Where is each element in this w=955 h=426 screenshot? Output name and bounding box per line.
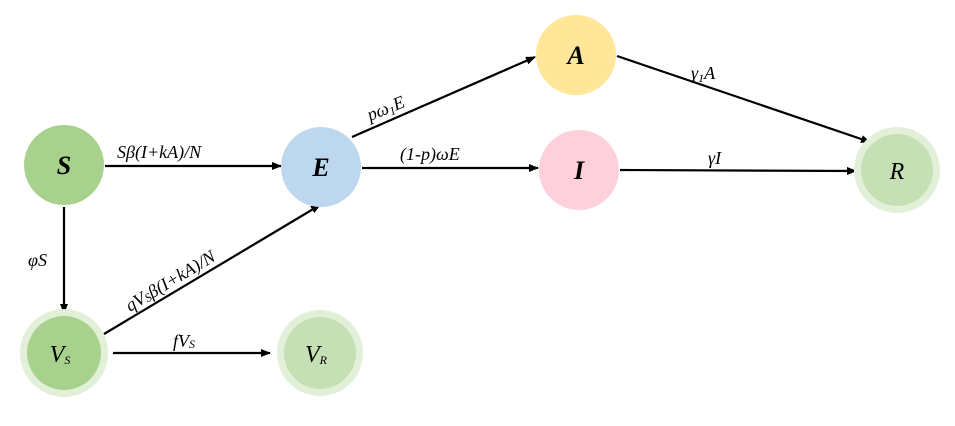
- node-vr-label-sub: R: [319, 353, 328, 367]
- edge-label-a-to-r-tail: A: [703, 63, 716, 83]
- node-r: R: [854, 127, 940, 213]
- node-s-label: S: [57, 151, 71, 180]
- node-r-circle: [861, 134, 933, 206]
- node-vr-label-main: V: [305, 342, 322, 368]
- edges: [60, 54, 871, 357]
- node-vs: VS: [20, 309, 108, 397]
- edge-label-vs-to-vr: fVS: [173, 331, 195, 351]
- edge-label-vs-to-e: qVSβ(I+kA)/N: [122, 246, 220, 317]
- edge-i-to-r: [619, 166, 857, 175]
- edge-label-s-to-vs: φS: [28, 250, 47, 270]
- node-r-label: R: [889, 159, 905, 185]
- node-a-label: A: [565, 41, 584, 70]
- edge-label-s-to-e-main: Sβ(I+kA)/N: [117, 142, 202, 163]
- node-vs-label-sub: S: [64, 353, 70, 367]
- node-i-circle: [539, 130, 619, 210]
- edge-label-i-to-r-main: γI: [708, 148, 722, 168]
- edge-label-vs-to-vr-sub: S: [189, 337, 195, 351]
- node-vs-label-main: V: [50, 342, 67, 368]
- node-i-label: I: [573, 156, 585, 185]
- node-vs-label: VS: [50, 342, 71, 368]
- node-e-circle: [281, 127, 361, 207]
- edge-e-to-a: [351, 55, 536, 139]
- node-i: I: [539, 130, 619, 210]
- edge-label-a-to-r-main: γ: [691, 63, 699, 83]
- edge-label-vs-to-vr-main: fV: [173, 331, 191, 351]
- edge-label-i-to-r: γI: [708, 148, 722, 168]
- edge-label-a-to-r: γ1A: [691, 63, 716, 85]
- node-vr: VR: [277, 310, 363, 396]
- node-vs-circle: [27, 316, 101, 390]
- edge-a-to-r: [616, 54, 871, 144]
- edge-label-s-to-e: Sβ(I+kA)/N: [117, 142, 202, 163]
- node-a-circle: [536, 15, 616, 95]
- edge-label-e-to-i: (1-p)ωE: [400, 144, 460, 165]
- node-vr-circle: [284, 317, 356, 389]
- node-e-label: E: [311, 153, 329, 182]
- node-s-circle: [24, 125, 104, 205]
- edge-label-a-to-r-sub: 1: [698, 71, 704, 85]
- edge-label-s-to-vs-main: φS: [28, 250, 47, 270]
- node-vr-label: VR: [305, 342, 328, 368]
- edge-label-vs-to-e-tail: β(I+kA)/N: [143, 246, 220, 304]
- edge-vs-to-e: [103, 204, 321, 335]
- node-s: S: [24, 125, 104, 205]
- node-e: E: [281, 127, 361, 207]
- edge-label-e-to-a-sub: 1: [387, 103, 398, 118]
- edge-label-e-to-i-main: (1-p)ωE: [400, 144, 460, 165]
- node-a: A: [536, 15, 616, 95]
- edge-labels: Sβ(I+kA)/N pω1E (1-p)ωE γ1A γI φS qVSβ(I…: [28, 63, 722, 351]
